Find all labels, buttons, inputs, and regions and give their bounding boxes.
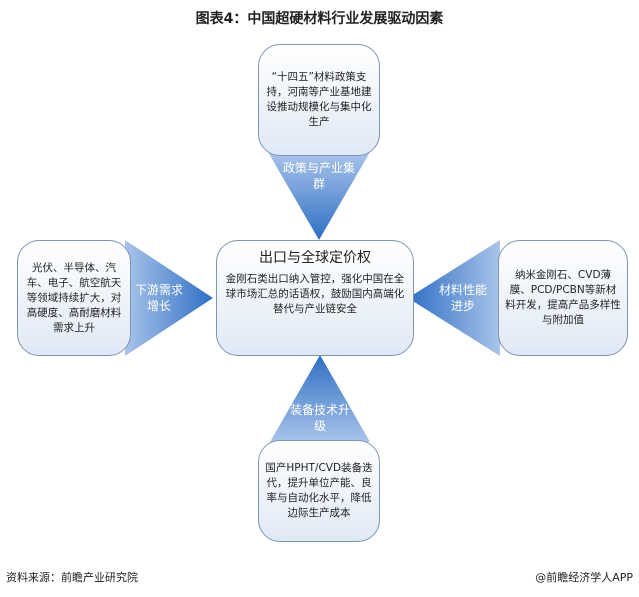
bottom-box: 国产HPHT/CVD装备迭代，提升单位产能、良率与自动化水平，降低边际生产成本 [258, 440, 380, 542]
left-box: 光伏、半导体、汽车、电子、航空航天等领域持续扩大，对高硬度、高耐磨材料需求上升 [17, 240, 131, 356]
left-triangle [125, 240, 213, 356]
brand-note: @前瞻经济学人APP [535, 571, 633, 584]
right-label: 材料性能进步 [438, 283, 487, 313]
source-note: 资料来源：前瞻产业研究院 [6, 571, 138, 584]
top-triangle [268, 152, 370, 240]
right-text: 纳米金刚石、CVD薄膜、PCD/PCBN等新材料开发，提高产品多样性与附加值 [505, 269, 621, 326]
left-text: 光伏、半导体、汽车、电子、航空航天等领域持续扩大，对高硬度、高耐磨材料需求上升 [26, 261, 122, 334]
left-label: 下游需求增长 [134, 283, 183, 313]
center-box: 出口与全球定价权 金刚石类出口纳入管控，强化中国在全球市场汇总的话语权，鼓励国内… [216, 240, 414, 356]
center-text: 金刚石类出口纳入管控，强化中国在全球市场汇总的话语权，鼓励国内高端化替代与产业链… [225, 273, 405, 315]
right-box: 纳米金刚石、CVD薄膜、PCD/PCBN等新材料开发，提高产品多样性与附加值 [498, 240, 628, 356]
bottom-triangle [270, 355, 370, 442]
top-label: 政策与产业集群 [282, 161, 355, 191]
top-text: “十四五”材料政策支持，河南等产业基地建设推动规模化与集中化生产 [266, 71, 372, 128]
center-title: 出口与全球定价权 [259, 250, 371, 266]
top-box: “十四五”材料政策支持，河南等产业基地建设推动规模化与集中化生产 [258, 44, 380, 156]
right-triangle [408, 240, 500, 356]
bottom-label: 装备技术升级 [290, 403, 351, 433]
bottom-text: 国产HPHT/CVD装备迭代，提升单位产能、良率与自动化水平，降低边际生产成本 [265, 462, 373, 519]
figure-title: 图表4：中国超硬材料行业发展驱动因素 [195, 11, 444, 27]
